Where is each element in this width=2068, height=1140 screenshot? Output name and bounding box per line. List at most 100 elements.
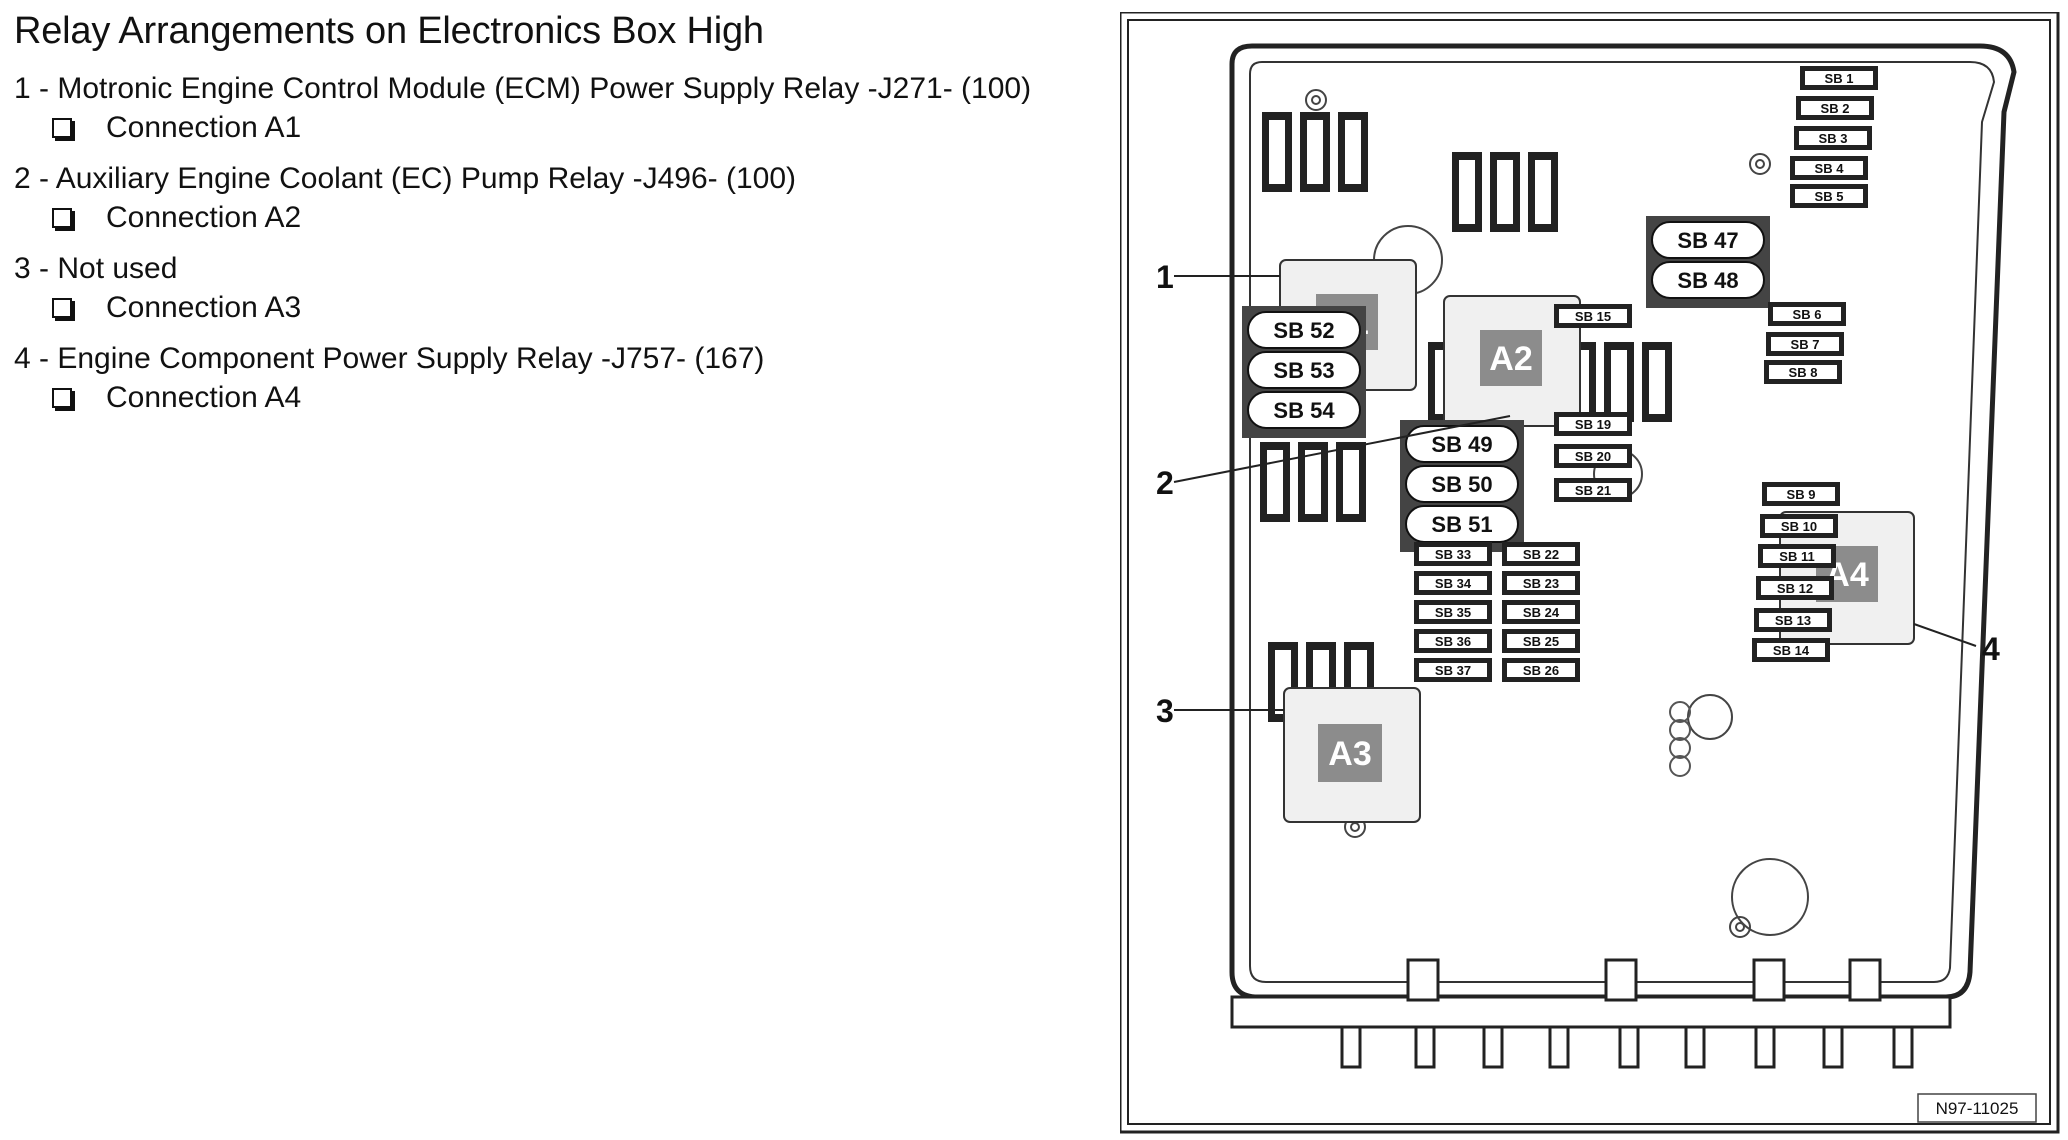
large-fuse-label: SB 54 <box>1273 398 1335 423</box>
bullet-box-icon <box>52 118 72 138</box>
small-fuse: SB 4 <box>1790 156 1868 180</box>
small-fuse-label: SB 35 <box>1435 605 1471 620</box>
small-fuse-label: SB 22 <box>1523 547 1559 562</box>
large-fuse: SB 52 <box>1247 311 1361 349</box>
large-fuse-label: SB 49 <box>1431 432 1492 457</box>
blade-fuse <box>1490 152 1520 232</box>
connection-label: Connection A1 <box>106 111 302 144</box>
small-fuse: SB 1 <box>1800 66 1878 90</box>
bullet-box-icon <box>52 208 72 228</box>
callout-3: 3 <box>1156 693 1174 729</box>
connection-subitem: Connection A4 <box>14 378 1094 418</box>
small-fuse-label: SB 19 <box>1575 417 1611 432</box>
small-fuse: SB 11 <box>1758 544 1836 568</box>
small-fuse-label: SB 5 <box>1815 189 1844 204</box>
small-fuse-label: SB 14 <box>1773 643 1810 658</box>
relay-item-label: 4 - Engine Component Power Supply Relay … <box>14 342 765 375</box>
small-fuse-label: SB 15 <box>1575 309 1611 324</box>
small-fuse-label: SB 21 <box>1575 483 1611 498</box>
small-fuse-label: SB 33 <box>1435 547 1471 562</box>
bullet-box-icon <box>52 388 72 408</box>
blade-fuse <box>1336 442 1366 522</box>
relay-item-label: 3 - Not used <box>14 252 178 285</box>
small-fuse: SB 5 <box>1790 184 1868 208</box>
small-fuse-label: SB 26 <box>1523 663 1559 678</box>
small-fuse-label: SB 10 <box>1781 519 1817 534</box>
large-fuse: SB 53 <box>1247 351 1361 389</box>
relay-list: 1 - Motronic Engine Control Module (ECM)… <box>14 70 1094 418</box>
large-fuse: SB 50 <box>1405 465 1519 503</box>
blade-fuse <box>1604 342 1634 422</box>
small-fuse-label: SB 12 <box>1777 581 1813 596</box>
relay-a2-label: A2 <box>1489 340 1532 378</box>
small-fuse-label: SB 24 <box>1523 605 1560 620</box>
small-fuse-label: SB 7 <box>1791 337 1820 352</box>
small-fuse: SB 14 <box>1752 638 1830 662</box>
small-fuse: SB 15 <box>1554 304 1632 328</box>
blade-fuse <box>1262 112 1292 192</box>
relay-a3-label: A3 <box>1328 735 1371 773</box>
small-fuse-label: SB 36 <box>1435 634 1471 649</box>
figure-inner-frame <box>1127 19 2051 1125</box>
relay-item-label: 1 - Motronic Engine Control Module (ECM)… <box>14 72 1032 105</box>
connection-label: Connection A3 <box>106 291 302 324</box>
large-fuse-label: SB 53 <box>1273 358 1334 383</box>
relay-a2: A2 <box>1443 295 1581 427</box>
small-fuse: SB 22 <box>1502 542 1580 566</box>
small-fuse: SB 34 <box>1414 571 1492 595</box>
connection-subitem: Connection A2 <box>14 198 1094 238</box>
small-fuse-label: SB 37 <box>1435 663 1471 678</box>
small-fuse: SB 35 <box>1414 600 1492 624</box>
large-fuse-label: SB 51 <box>1431 512 1492 537</box>
blade-fuse <box>1338 112 1368 192</box>
blade-fuse <box>1452 152 1482 232</box>
list-item: 3 - Not used Connection A3 <box>14 250 1094 328</box>
small-fuse: SB 19 <box>1554 412 1632 436</box>
small-fuse-label: SB 9 <box>1787 487 1816 502</box>
connection-subitem: Connection A1 <box>14 108 1094 148</box>
small-fuses: SB 1 SB 2 SB 3 SB 4 SB 5 SB 6 SB 7 SB 8 SB 9 SB 1… <box>1414 66 1878 682</box>
large-fuse: SB 47 <box>1651 221 1765 259</box>
small-fuse-label: SB 4 <box>1815 161 1845 176</box>
small-fuse: SB 12 <box>1756 576 1834 600</box>
small-fuse-label: SB 3 <box>1819 131 1848 146</box>
small-fuse: SB 9 <box>1762 482 1840 506</box>
small-fuse-label: SB 25 <box>1523 634 1559 649</box>
small-fuse: SB 25 <box>1502 629 1580 653</box>
large-fuse: SB 54 <box>1247 391 1361 429</box>
large-fuse: SB 51 <box>1405 505 1519 543</box>
callouts <box>1173 275 1977 711</box>
small-fuse: SB 3 <box>1794 126 1872 150</box>
small-fuse-label: SB 1 <box>1825 71 1854 86</box>
large-fuse: SB 48 <box>1651 261 1765 299</box>
large-fuse: SB 49 <box>1405 425 1519 463</box>
callout-4: 4 <box>1982 631 2000 667</box>
small-fuse: SB 24 <box>1502 600 1580 624</box>
small-fuse: SB 20 <box>1554 444 1632 468</box>
relay-a3: A3 <box>1283 687 1421 823</box>
bullet-box-icon <box>52 298 72 318</box>
blade-fuse <box>1642 342 1672 422</box>
large-fuse-label: SB 50 <box>1431 472 1492 497</box>
small-fuse: SB 2 <box>1796 96 1874 120</box>
small-fuse: SB 37 <box>1414 658 1492 682</box>
small-fuse: SB 26 <box>1502 658 1580 682</box>
small-fuse: SB 23 <box>1502 571 1580 595</box>
fuse-box-inner-outline <box>1249 61 1996 983</box>
vw-logo-icon <box>1669 701 1691 777</box>
large-fuse-label: SB 47 <box>1677 228 1738 253</box>
list-item: 4 - Engine Component Power Supply Relay … <box>14 340 1094 418</box>
figure-id: N97-11025 <box>1936 1099 2019 1118</box>
callout-1: 1 <box>1156 259 1174 295</box>
small-fuse-label: SB 6 <box>1793 307 1822 322</box>
callout-2: 2 <box>1156 465 1174 501</box>
small-fuse: SB 21 <box>1554 478 1632 502</box>
small-fuse: SB 33 <box>1414 542 1492 566</box>
relay-item-label: 2 - Auxiliary Engine Coolant (EC) Pump R… <box>14 162 797 195</box>
blade-fuse <box>1528 152 1558 232</box>
small-fuse: SB 8 <box>1764 360 1842 384</box>
small-fuse: SB 10 <box>1760 514 1838 538</box>
blade-fuse <box>1260 442 1290 522</box>
